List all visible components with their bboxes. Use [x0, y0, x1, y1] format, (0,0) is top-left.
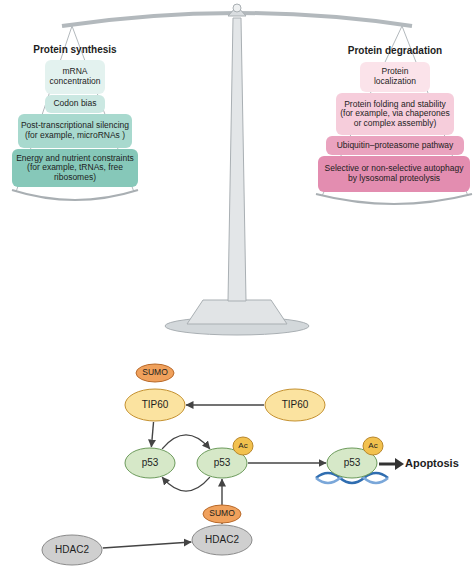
ellipse-outline: [125, 448, 175, 478]
protein-ellipse: TIP60: [264, 388, 326, 422]
synthesis-factor-box: Codon bias: [45, 95, 105, 113]
degradation-factor-box: Ubiquitin–proteasome pathway: [326, 136, 464, 155]
ellipse-outline: [363, 437, 383, 455]
ellipse-outline: [136, 364, 174, 382]
ellipse-outline: [192, 525, 252, 555]
connector-arrow: [151, 422, 153, 447]
acetyl-tag: Ac: [232, 436, 254, 456]
synthesis-factor-box: Energy and nutrient constraints (for exa…: [12, 149, 138, 187]
sumo-tag: SUMO: [135, 363, 175, 383]
protein-ellipse: HDAC2: [41, 534, 103, 566]
acetyl-tag: Ac: [362, 436, 384, 456]
node-text: Ac: [238, 442, 247, 451]
node-text: HDAC2: [55, 544, 89, 555]
synthesis-factor-box: Post-transcriptional silencing (for exam…: [18, 114, 132, 148]
connector-arrow: [162, 477, 210, 491]
stack-heading: Protein degradation: [330, 45, 460, 57]
scale-base: [187, 300, 287, 324]
outcome-arrowhead: [395, 458, 404, 470]
ellipse-outline: [42, 535, 102, 565]
node-text: p53: [214, 457, 231, 468]
node-text: HDAC2: [205, 534, 239, 545]
node-text: SUMO: [142, 368, 168, 378]
node-text: TIP60: [282, 399, 309, 410]
node-text: Codon bias: [53, 99, 96, 109]
outcome-label: Apoptosis: [405, 457, 474, 470]
connector-arrow: [248, 462, 326, 463]
ellipse-outline: [265, 389, 325, 421]
protein-ellipse: TIP60: [124, 388, 186, 422]
node-text: SUMO: [209, 509, 235, 519]
outcome-arrow: [379, 463, 396, 466]
node-text: Protein folding and stability (for examp…: [338, 100, 452, 129]
degradation-factor-box: Protein localization: [360, 62, 430, 92]
ellipse-outline: [203, 505, 241, 523]
synthesis-factor-box: mRNA concentration: [45, 60, 105, 94]
connector-arrow: [186, 404, 264, 405]
node-text: Selective or non-selective autophagy by …: [320, 164, 468, 183]
scale-knob: [233, 4, 241, 12]
scale-pan: [12, 190, 138, 200]
node-text: Ubiquitin–proteasome pathway: [337, 141, 454, 151]
degradation-factor-box: Protein folding and stability (for examp…: [336, 93, 454, 135]
node-text: Post-transcriptional silencing (for exam…: [20, 121, 130, 140]
node-text: p53: [344, 457, 361, 468]
sumo-tag: SUMO: [202, 504, 242, 524]
scale-pan: [316, 194, 472, 204]
ellipse-outline: [233, 437, 253, 455]
node-text: TIP60: [142, 399, 169, 410]
protein-ellipse: HDAC2: [191, 524, 253, 556]
node-text: Energy and nutrient constraints (for exa…: [14, 154, 136, 183]
scale-post: [228, 18, 246, 301]
stack-heading: Protein synthesis: [15, 44, 135, 56]
connector-arrow: [162, 435, 210, 449]
protein-ellipse: p53: [124, 447, 176, 479]
connector-arrow: [103, 542, 192, 548]
node-text: mRNA concentration: [47, 67, 103, 86]
node-text: Protein localization: [362, 67, 428, 86]
node-text: Ac: [368, 442, 377, 451]
node-text: p53: [142, 457, 159, 468]
degradation-factor-box: Selective or non-selective autophagy by …: [318, 156, 470, 192]
ellipse-outline: [125, 389, 185, 421]
